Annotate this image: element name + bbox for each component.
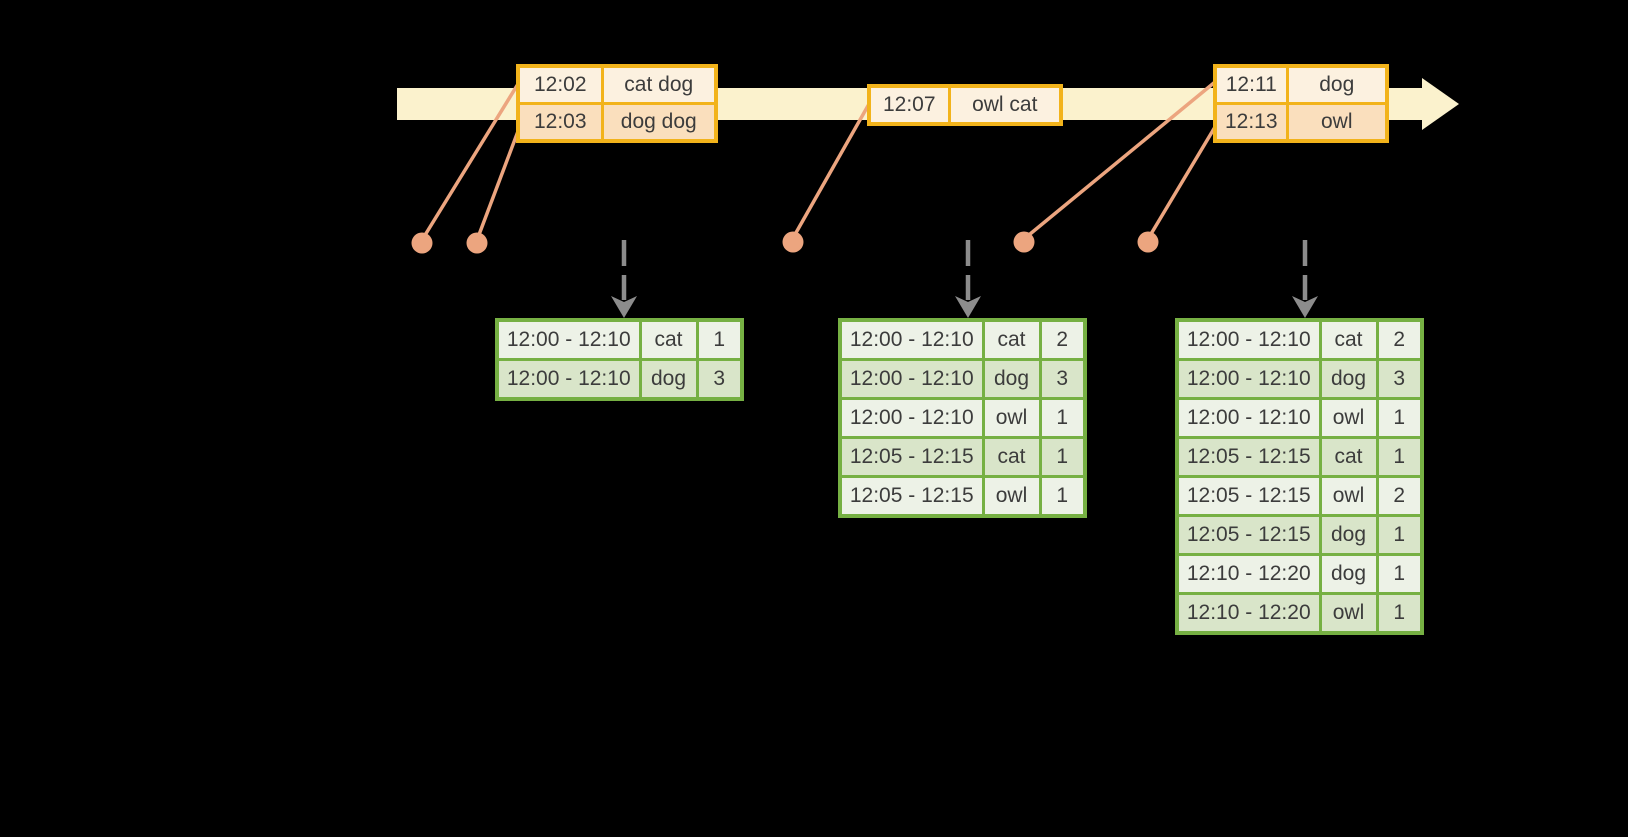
count-cell: 3 — [695, 358, 744, 401]
window-range-cell: 12:00 - 12:10 — [838, 397, 985, 439]
window-range-cell: 12:00 - 12:10 — [1175, 397, 1322, 439]
window-range-cell: 12:05 - 12:15 — [1175, 436, 1322, 478]
event-dot — [1137, 231, 1159, 253]
window-range-cell: 12:05 - 12:15 — [838, 475, 985, 518]
event-dot — [782, 231, 804, 253]
word-cell: cat — [981, 436, 1042, 478]
event-dot — [411, 232, 433, 254]
word-cell: owl — [981, 397, 1042, 439]
count-cell: 1 — [1375, 592, 1424, 635]
count-cell: 2 — [1038, 318, 1087, 361]
event-time-cell: 12:02 — [516, 64, 604, 105]
count-cell: 1 — [1375, 553, 1424, 595]
window-range-cell: 12:00 - 12:10 — [838, 318, 985, 361]
event-time-cell: 12:13 — [1213, 102, 1289, 143]
word-cell: dog — [638, 358, 699, 401]
window-range-cell: 12:10 - 12:20 — [1175, 553, 1322, 595]
count-cell: 3 — [1038, 358, 1087, 400]
window-range-cell: 12:05 - 12:15 — [1175, 475, 1322, 517]
window-range-cell: 12:00 - 12:10 — [495, 318, 642, 361]
count-cell: 3 — [1375, 358, 1424, 400]
event-words-cell: dog dog — [600, 102, 718, 143]
count-cell: 1 — [1038, 475, 1087, 518]
window-range-cell: 12:05 - 12:15 — [1175, 514, 1322, 556]
down-arrowhead-icon — [611, 296, 637, 318]
window-range-cell: 12:00 - 12:10 — [838, 358, 985, 400]
event-time-cell: 12:11 — [1213, 64, 1289, 105]
count-cell: 1 — [1038, 436, 1087, 478]
count-cell: 1 — [695, 318, 744, 361]
count-cell: 2 — [1375, 318, 1424, 361]
window-range-cell: 12:00 - 12:10 — [495, 358, 642, 401]
event-time-cell: 12:07 — [867, 84, 951, 126]
word-cell: dog — [1318, 553, 1379, 595]
window-range-cell: 12:00 - 12:10 — [1175, 358, 1322, 400]
down-arrowhead-icon — [955, 296, 981, 318]
word-cell: owl — [1318, 397, 1379, 439]
count-cell: 1 — [1375, 514, 1424, 556]
count-cell: 2 — [1375, 475, 1424, 517]
connector-line — [791, 103, 871, 239]
connector-line — [475, 125, 522, 241]
event-words-cell: owl cat — [947, 84, 1063, 126]
word-cell: owl — [1318, 592, 1379, 635]
event-words-cell: cat dog — [600, 64, 718, 105]
count-cell: 1 — [1375, 397, 1424, 439]
word-cell: owl — [1318, 475, 1379, 517]
connector-line — [1146, 126, 1217, 240]
down-arrowhead-icon — [1292, 296, 1318, 318]
window-range-cell: 12:00 - 12:10 — [1175, 318, 1322, 361]
word-cell: dog — [1318, 358, 1379, 400]
timeline-arrowhead-icon — [1422, 78, 1459, 130]
event-words-cell: dog — [1285, 64, 1389, 105]
word-cell: dog — [1318, 514, 1379, 556]
word-cell: owl — [981, 475, 1042, 518]
window-range-cell: 12:10 - 12:20 — [1175, 592, 1322, 635]
window-range-cell: 12:05 - 12:15 — [838, 436, 985, 478]
word-cell: cat — [981, 318, 1042, 361]
count-cell: 1 — [1375, 436, 1424, 478]
word-cell: cat — [1318, 436, 1379, 478]
word-cell: cat — [638, 318, 699, 361]
count-cell: 1 — [1038, 397, 1087, 439]
event-time-cell: 12:03 — [516, 102, 604, 143]
event-dot — [466, 232, 488, 254]
word-cell: dog — [981, 358, 1042, 400]
event-words-cell: owl — [1285, 102, 1389, 143]
event-dot — [1013, 231, 1035, 253]
word-cell: cat — [1318, 318, 1379, 361]
